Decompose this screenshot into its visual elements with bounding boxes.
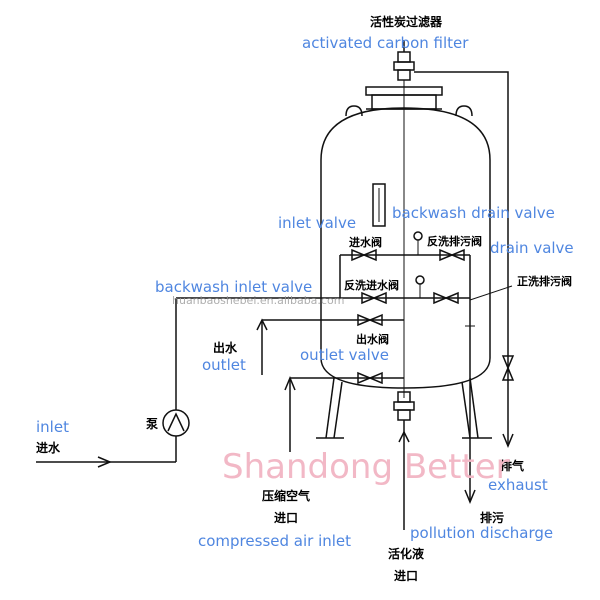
lifting-lug-left — [345, 105, 363, 117]
compressed-air-zh-2: 进口 — [274, 510, 298, 525]
outlet-en: outlet — [202, 356, 246, 374]
activated-liquid-zh-2: 进口 — [394, 568, 418, 583]
drain-valve-zh: 正洗排污阀 — [517, 274, 572, 288]
inlet-en: inlet — [36, 418, 69, 436]
title-en: activated carbon filter — [302, 34, 469, 52]
compressed-air-en: compressed air inlet — [198, 532, 351, 550]
title-zh: 活性炭过滤器 — [370, 14, 443, 29]
outlet-valve-upper-symbol — [357, 313, 383, 327]
brand-watermark: Shandong Better — [222, 447, 510, 487]
backwash-inlet-valve-symbol — [361, 291, 387, 305]
backwash-drain-valve-en: backwash drain valve — [392, 204, 555, 222]
pump-zh: 泵 — [146, 417, 158, 431]
activated-liquid-zh-1: 活化液 — [388, 546, 424, 561]
drain-valve-en: drain valve — [490, 239, 574, 257]
outlet-line — [256, 318, 268, 375]
inlet-piping — [36, 298, 177, 468]
inlet-zh: 进水 — [36, 440, 61, 455]
lifting-lug-right — [455, 105, 473, 117]
pollution-discharge-line — [464, 332, 476, 504]
pollution-discharge-en: pollution discharge — [410, 524, 553, 542]
url-watermark: huanbaoshebei.en.alibaba.com — [172, 294, 344, 307]
backwash-drain-valve-symbol — [439, 248, 465, 262]
exhaust-en: exhaust — [488, 476, 548, 494]
sight-glass — [372, 183, 386, 227]
outlet-valve-zh: 出水阀 — [356, 332, 389, 346]
pump-icon — [162, 409, 190, 437]
pollution-zh: 排污 — [480, 510, 504, 525]
backwash-drain-valve-zh: 反洗排污阀 — [427, 234, 482, 248]
activated-liquid-line — [398, 430, 410, 530]
bottom-nozzle — [393, 391, 415, 432]
exhaust-line — [414, 71, 515, 448]
drain-valve-pointer — [469, 285, 513, 301]
support-legs — [316, 377, 492, 439]
inlet-valve-symbol — [351, 248, 377, 262]
inlet-valve-en: inlet valve — [278, 214, 356, 232]
compressed-air-line — [284, 376, 296, 452]
drain-valve-symbol — [433, 291, 459, 305]
tank-body — [320, 107, 491, 389]
compressed-air-zh-1: 压缩空气 — [262, 488, 310, 503]
outlet-valve-lower-symbol — [357, 371, 383, 385]
inlet-valve-zh: 进水阀 — [349, 235, 382, 249]
outlet-zh: 出水 — [213, 340, 238, 355]
backwash-inlet-valve-zh: 反洗进水阀 — [344, 278, 399, 292]
pipe-manifold — [176, 231, 475, 379]
outlet-valve-en: outlet valve — [300, 346, 389, 364]
backwash-inlet-valve-en: backwash inlet valve — [155, 278, 312, 296]
exhaust-zh: 排气 — [500, 458, 524, 473]
